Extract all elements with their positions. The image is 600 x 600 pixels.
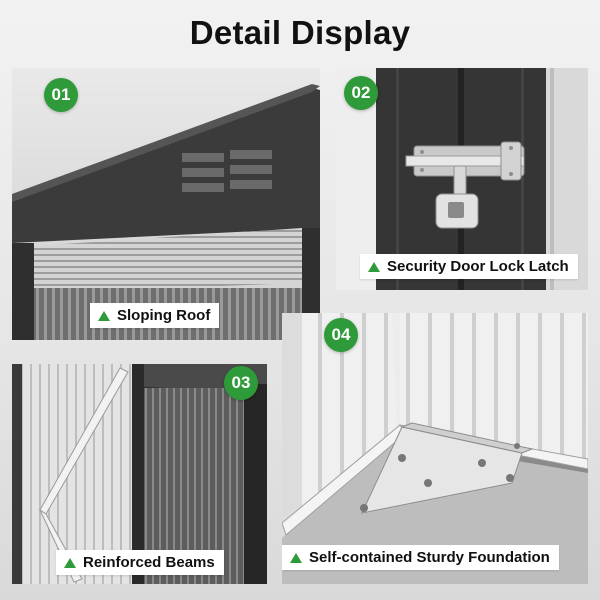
door-lock-photo [336,68,588,290]
triangle-icon [368,261,380,272]
caption-sloping-roof: Sloping Roof [90,303,220,328]
caption-reinforced-beams: Reinforced Beams [56,550,224,575]
caption-text: Sloping Roof [117,307,211,324]
foundation-photo [282,313,588,584]
page-title: Detail Display [189,14,411,51]
panel-door-lock-latch: 02 Security Door Lock Latch [336,68,588,290]
badge-number-04: 04 [324,318,358,352]
triangle-icon [64,557,76,568]
badge-number-01: 01 [44,78,78,112]
reinforced-beams-photo [12,364,267,584]
sloping-roof-photo [12,68,320,340]
caption-text: Reinforced Beams [83,554,215,571]
panel-reinforced-beams: 03 Reinforced Beams [12,364,267,584]
caption-text: Security Door Lock Latch [387,258,569,275]
panel-sloping-roof: 01 Sloping Roof [12,68,320,340]
badge-number-03: 03 [224,366,258,400]
caption-sturdy-foundation: Self-contained Sturdy Foundation [282,545,559,570]
badge-number-02: 02 [344,76,378,110]
caption-door-lock-latch: Security Door Lock Latch [360,254,578,279]
panel-sturdy-foundation: 04 Self-contained Sturdy Foundation [282,313,588,584]
triangle-icon [290,552,302,563]
caption-text: Self-contained Sturdy Foundation [309,549,550,566]
triangle-icon [98,310,110,321]
